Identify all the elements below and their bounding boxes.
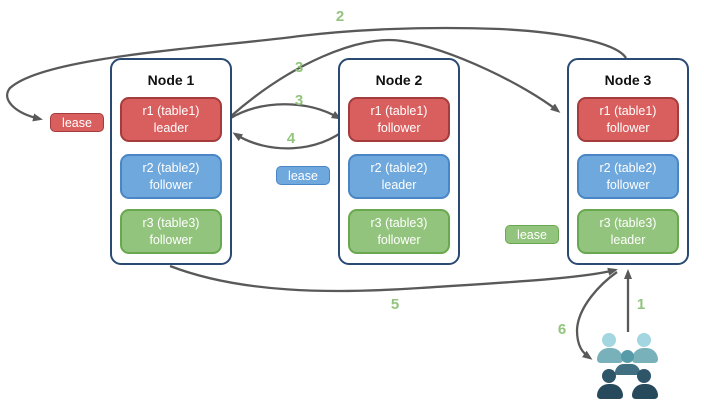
step-label-3b: 3 (294, 92, 304, 109)
replica-role: follower (377, 232, 421, 247)
arrow-step-3-to-node3 (229, 38, 561, 118)
node-3-card: Node 3 r1 (table1) follower r2 (table2) … (567, 58, 689, 265)
replica-role: follower (377, 120, 421, 135)
node3-replica-r2: r2 (table2) follower (577, 154, 679, 199)
replica-name: r2 (table2) (142, 161, 200, 175)
replica-name: r1 (table1) (370, 104, 428, 118)
node2-replica-r2: r2 (table2) leader (348, 154, 450, 199)
arrow-step-4 (232, 127, 348, 150)
node3-replica-r1: r1 (table1) follower (577, 97, 679, 142)
users-icon (597, 332, 659, 399)
node1-replica-r3: r3 (table3) follower (120, 209, 222, 254)
replica-name: r3 (table3) (370, 216, 428, 230)
arrow-step-2 (6, 26, 627, 122)
replica-name: r2 (table2) (370, 161, 428, 175)
node3-replica-r3: r3 (table3) leader (577, 209, 679, 254)
replica-role: follower (606, 120, 650, 135)
step-label-2: 2 (335, 8, 345, 25)
replica-role: leader (381, 177, 417, 192)
node-2-title: Node 2 (375, 72, 423, 88)
replica-name: r1 (table1) (599, 104, 657, 118)
node1-replica-r1: r1 (table1) leader (120, 97, 222, 142)
replica-name: r3 (table3) (142, 216, 200, 230)
replica-role: follower (149, 177, 193, 192)
arrow-step-5 (169, 264, 618, 293)
arrow-step-6 (575, 271, 618, 360)
lease-badge-r2: lease (276, 166, 330, 185)
step-label-1: 1 (636, 296, 646, 313)
node2-replica-r1: r1 (table1) follower (348, 97, 450, 142)
node2-replica-r3: r3 (table3) follower (348, 209, 450, 254)
node-1-card: Node 1 r1 (table1) leader r2 (table2) fo… (110, 58, 232, 265)
replica-name: r1 (table1) (142, 104, 200, 118)
step-label-3a: 3 (294, 59, 304, 76)
arrow-step-3-to-node2 (228, 103, 342, 120)
replica-role: follower (606, 177, 650, 192)
replica-role: leader (153, 120, 189, 135)
step-label-5: 5 (390, 296, 400, 313)
replica-role: leader (610, 232, 646, 247)
lease-badge-r1: lease (50, 113, 104, 132)
node-2-card: Node 2 r1 (table1) follower r2 (table2) … (338, 58, 460, 265)
node-1-title: Node 1 (147, 72, 195, 88)
replica-role: follower (149, 232, 193, 247)
step-label-4: 4 (286, 130, 296, 147)
node1-replica-r2: r2 (table2) follower (120, 154, 222, 199)
step-label-6: 6 (557, 321, 567, 338)
lease-badge-r3: lease (505, 225, 559, 244)
node-3-title: Node 3 (604, 72, 652, 88)
replica-name: r3 (table3) (599, 216, 657, 230)
replica-name: r2 (table2) (599, 161, 657, 175)
